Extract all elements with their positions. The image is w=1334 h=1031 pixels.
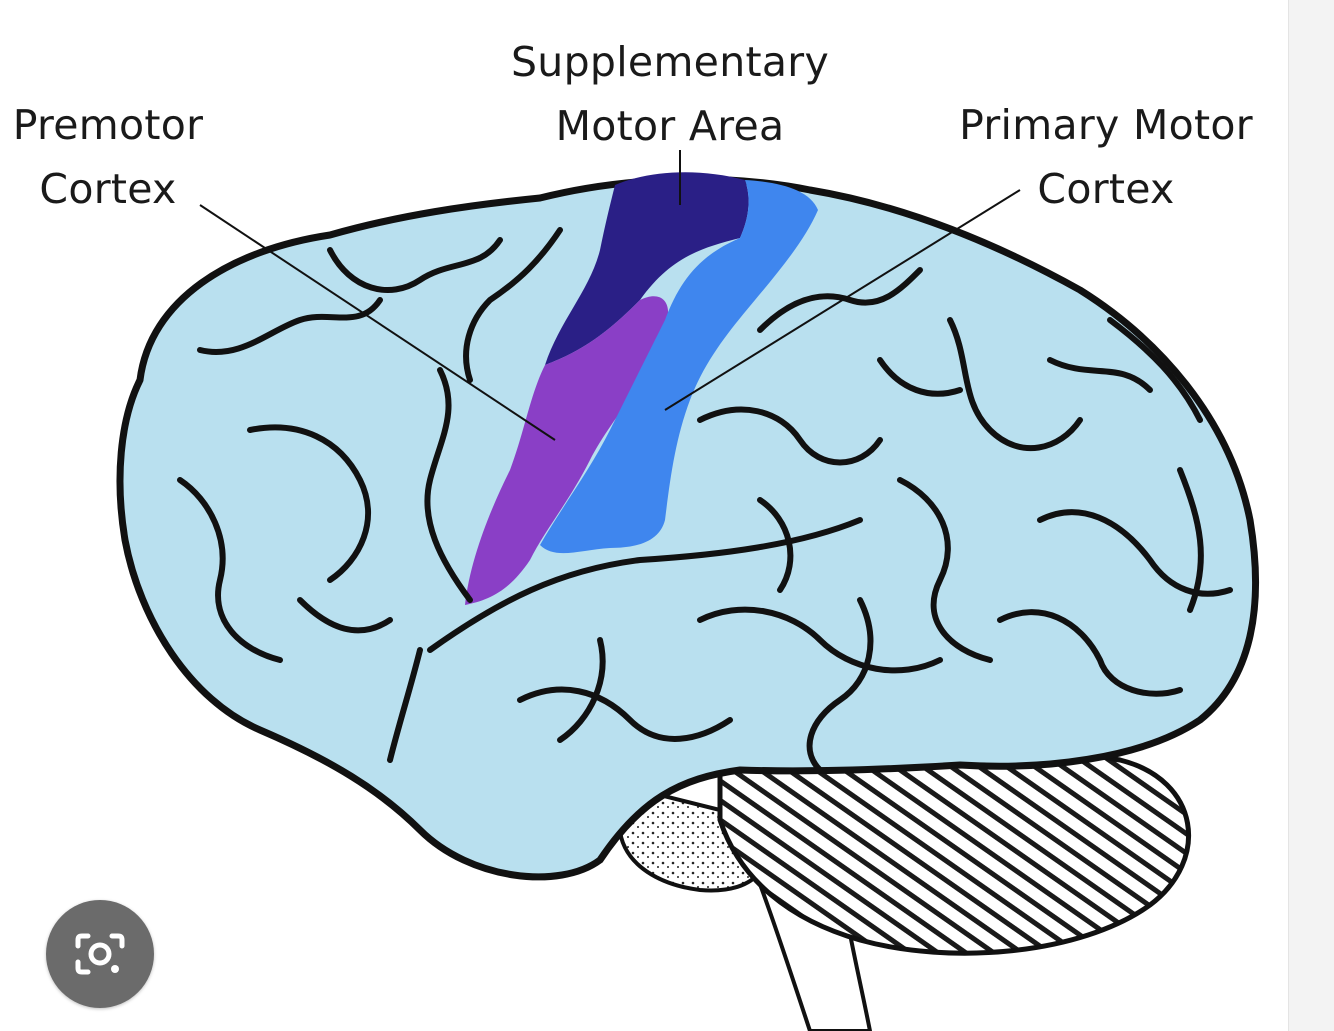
primary-motor-region — [540, 180, 818, 554]
page-scroll-edge — [1288, 0, 1334, 1031]
sma-label-line1: Supplementary — [510, 38, 830, 86]
brain-illustration — [116, 150, 1260, 1031]
premotor-region — [465, 296, 669, 605]
sma-label-line2: Motor Area — [555, 102, 785, 150]
leader-lines — [199, 150, 1021, 441]
premotor-cortex-label-line2: Cortex — [39, 165, 177, 213]
primary-motor-cortex-label: Primary Motor Cortex — [940, 93, 1272, 221]
sma-region — [545, 172, 749, 365]
brain-sulci — [177, 227, 1233, 773]
google-lens-camera-icon — [75, 933, 125, 975]
primary-motor-label-line2: Cortex — [1037, 165, 1175, 213]
supplementary-motor-area-label: Supplementary Motor Area — [490, 30, 850, 158]
premotor-cortex-label: Premotor Cortex — [2, 93, 214, 221]
primary-motor-label-line1: Primary Motor — [959, 101, 1253, 149]
google-lens-button[interactable] — [46, 900, 154, 1008]
premotor-cortex-label-line1: Premotor — [12, 101, 204, 149]
